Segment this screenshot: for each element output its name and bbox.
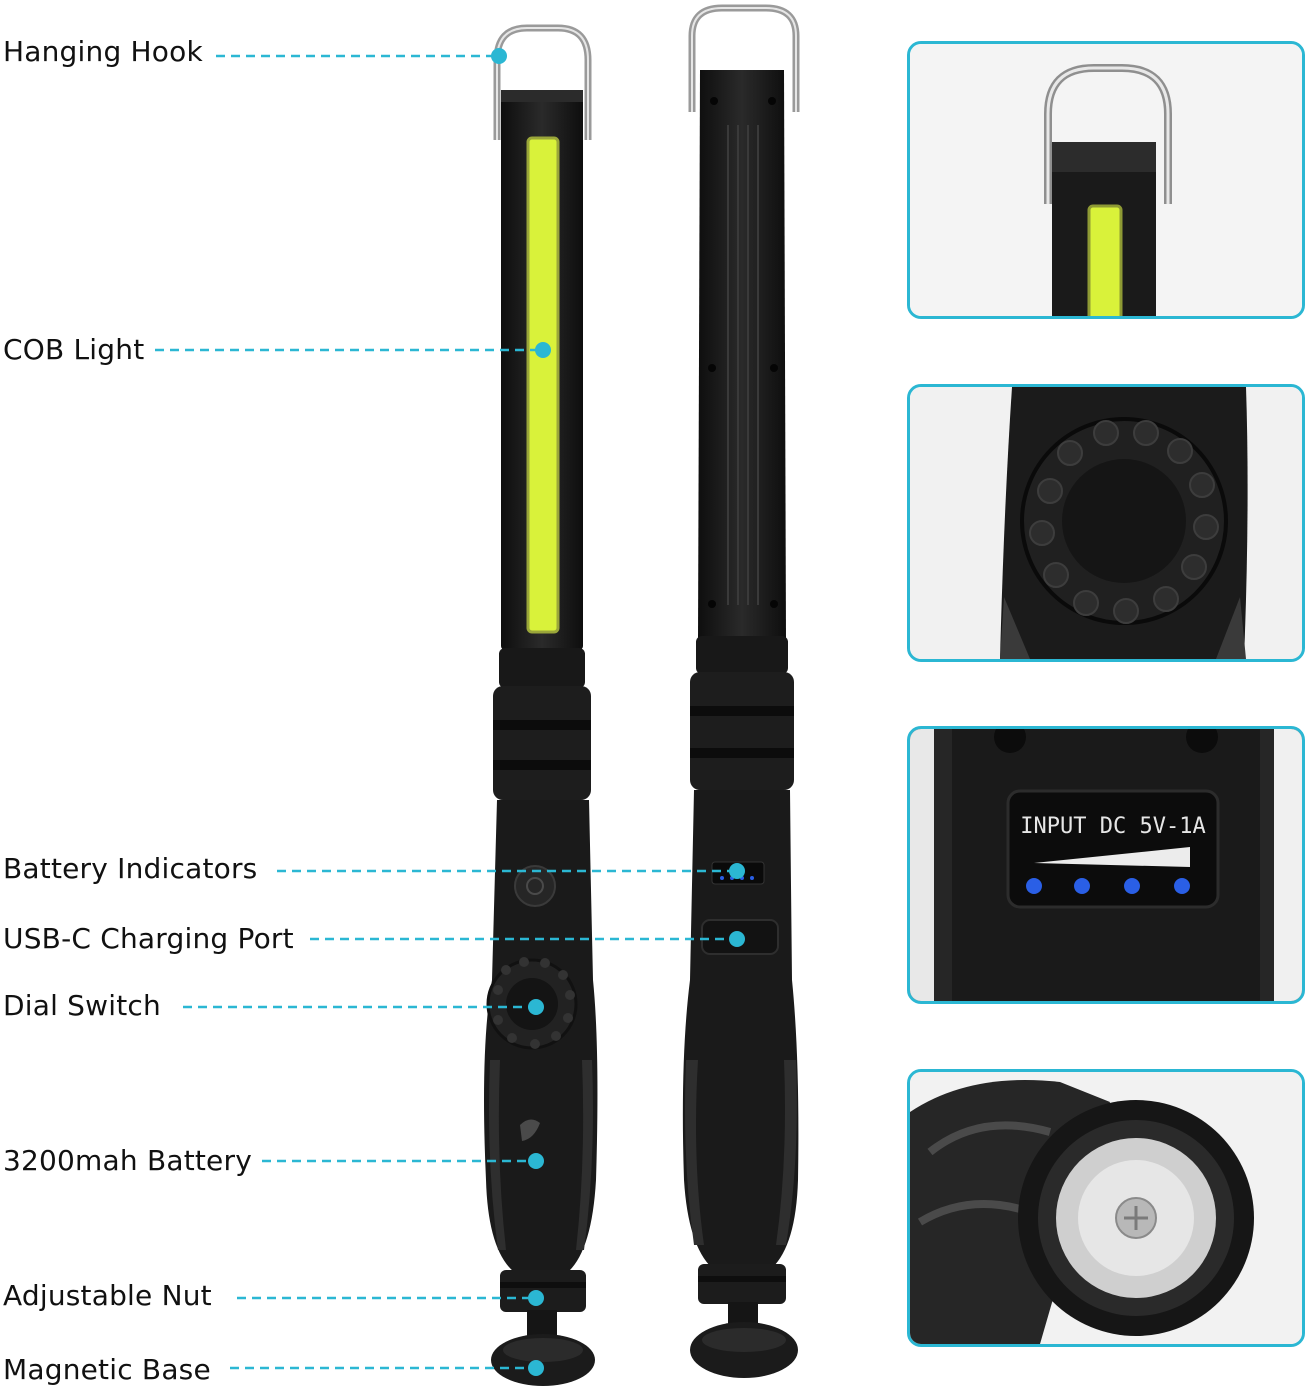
callout-dots — [491, 48, 745, 1376]
back-unit — [682, 4, 800, 1378]
back-hinge — [690, 672, 794, 790]
battery-indicators-dot — [729, 863, 745, 879]
cob-dot — [535, 342, 551, 358]
indicator-led-4 — [1174, 878, 1190, 894]
dial-switch-dot — [528, 999, 544, 1015]
indicator-led-1 — [1026, 878, 1042, 894]
level-wedge-icon — [1034, 847, 1190, 867]
detail-panel-battery-indicator: INPUT DC 5V-1A — [907, 726, 1305, 1004]
magnet-closeup-icon — [1018, 1100, 1254, 1336]
callout-dial-switch: Dial Switch — [3, 989, 161, 1022]
back-handle — [682, 790, 799, 1268]
front-adjustable-nut — [500, 1270, 586, 1312]
detail-panel-dial — [907, 384, 1305, 662]
back-light-bar — [698, 70, 786, 640]
power-button — [514, 865, 556, 907]
cob-light-panel — [526, 136, 560, 634]
cob-closeup — [1087, 204, 1123, 316]
front-hinge — [493, 686, 591, 800]
brand-logo — [520, 1119, 540, 1141]
indicator-led-2 — [1074, 878, 1090, 894]
callout-battery: 3200mah Battery — [3, 1144, 252, 1177]
front-unit — [484, 24, 598, 1386]
callout-usbc-port: USB-C Charging Port — [3, 922, 294, 955]
usbc-port-dot — [729, 931, 745, 947]
callout-magnetic-base: Magnetic Base — [3, 1353, 211, 1386]
adjustable-nut-dot — [528, 1290, 544, 1306]
callout-hanging-hook: Hanging Hook — [3, 35, 203, 68]
work-light-illustration — [155, 4, 800, 1386]
callout-battery-indicators: Battery Indicators — [3, 852, 258, 885]
callout-adjustable-nut: Adjustable Nut — [3, 1279, 212, 1312]
magnetic-base-dot — [528, 1360, 544, 1376]
battery-dot — [528, 1153, 544, 1169]
detail-panel-magnetic-base — [907, 1069, 1305, 1347]
callout-cob-light: COB Light — [3, 333, 145, 366]
port-label-text: INPUT DC 5V-1A — [1020, 814, 1205, 839]
indicator-led-3 — [1124, 878, 1140, 894]
hook-dot — [491, 48, 507, 64]
back-adjustable-nut — [698, 1264, 786, 1304]
detail-panel-hook — [907, 41, 1305, 319]
indicator-plate — [1006, 789, 1220, 909]
dial-closeup-icon — [1020, 417, 1228, 625]
callout-leader-lines — [155, 54, 737, 1370]
